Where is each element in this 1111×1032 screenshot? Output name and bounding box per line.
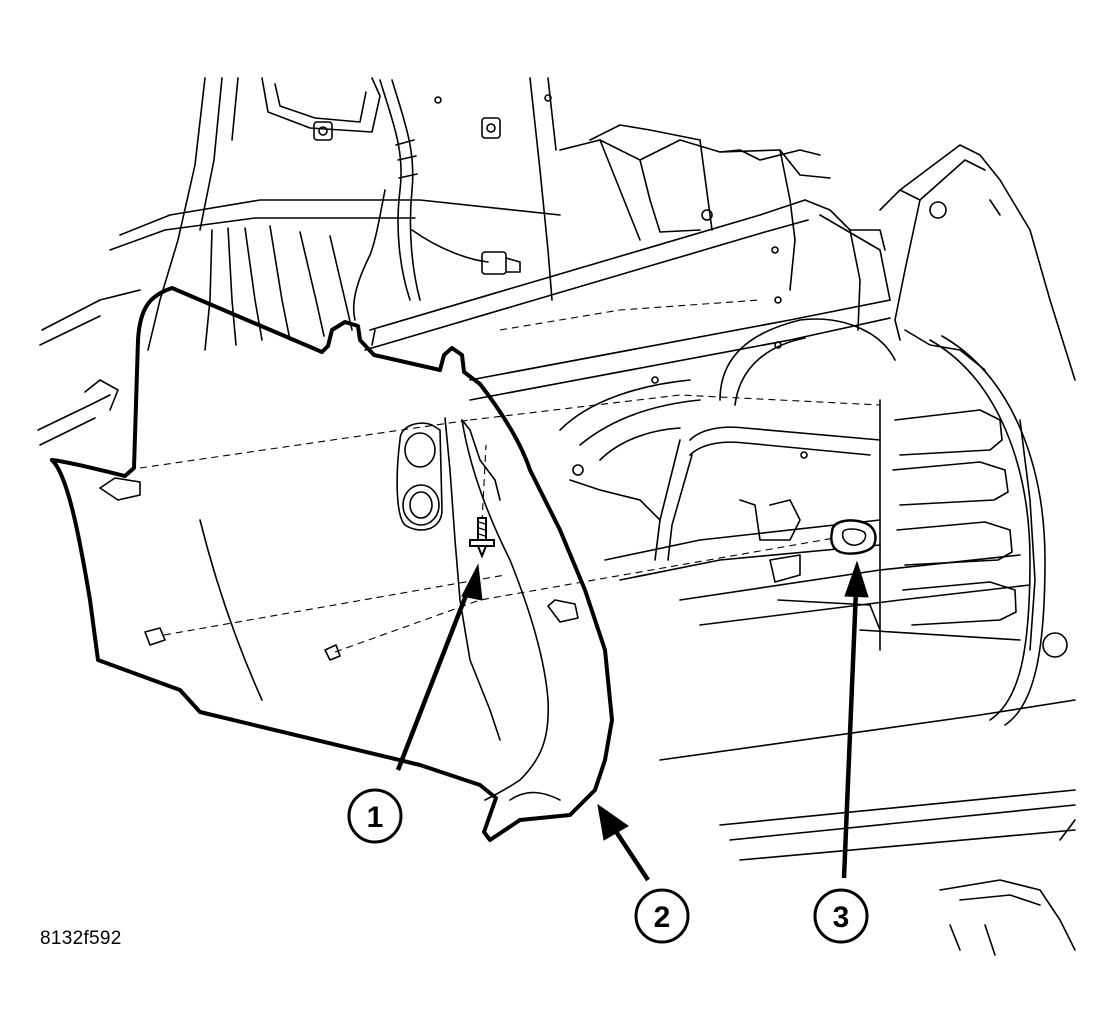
arrowhead-3-icon [844,560,869,598]
trim-panel-details [99,417,579,801]
callout-1-label: 1 [367,801,384,834]
leader-arrow-2 [613,828,650,882]
callout-3: 3 [813,888,869,944]
arrowhead-1-icon [461,563,483,601]
arrowhead-2-icon [597,803,629,841]
callout-1: 1 [347,788,403,844]
figure-id: 8132f592 [40,928,122,949]
leader-arrow-1 [395,584,473,771]
leader-arrows [395,560,869,882]
callout-3-label: 3 [833,901,850,934]
leader-arrow-3 [841,589,859,879]
callout-2: 2 [634,888,690,944]
vehicle-body-structure [37,77,1076,956]
screw-fastener [469,517,495,559]
callout-2-label: 2 [654,901,671,934]
alignment-lines [139,299,881,653]
quarter-trim-panel [50,286,614,842]
tail-lamp-grommet [830,519,877,555]
